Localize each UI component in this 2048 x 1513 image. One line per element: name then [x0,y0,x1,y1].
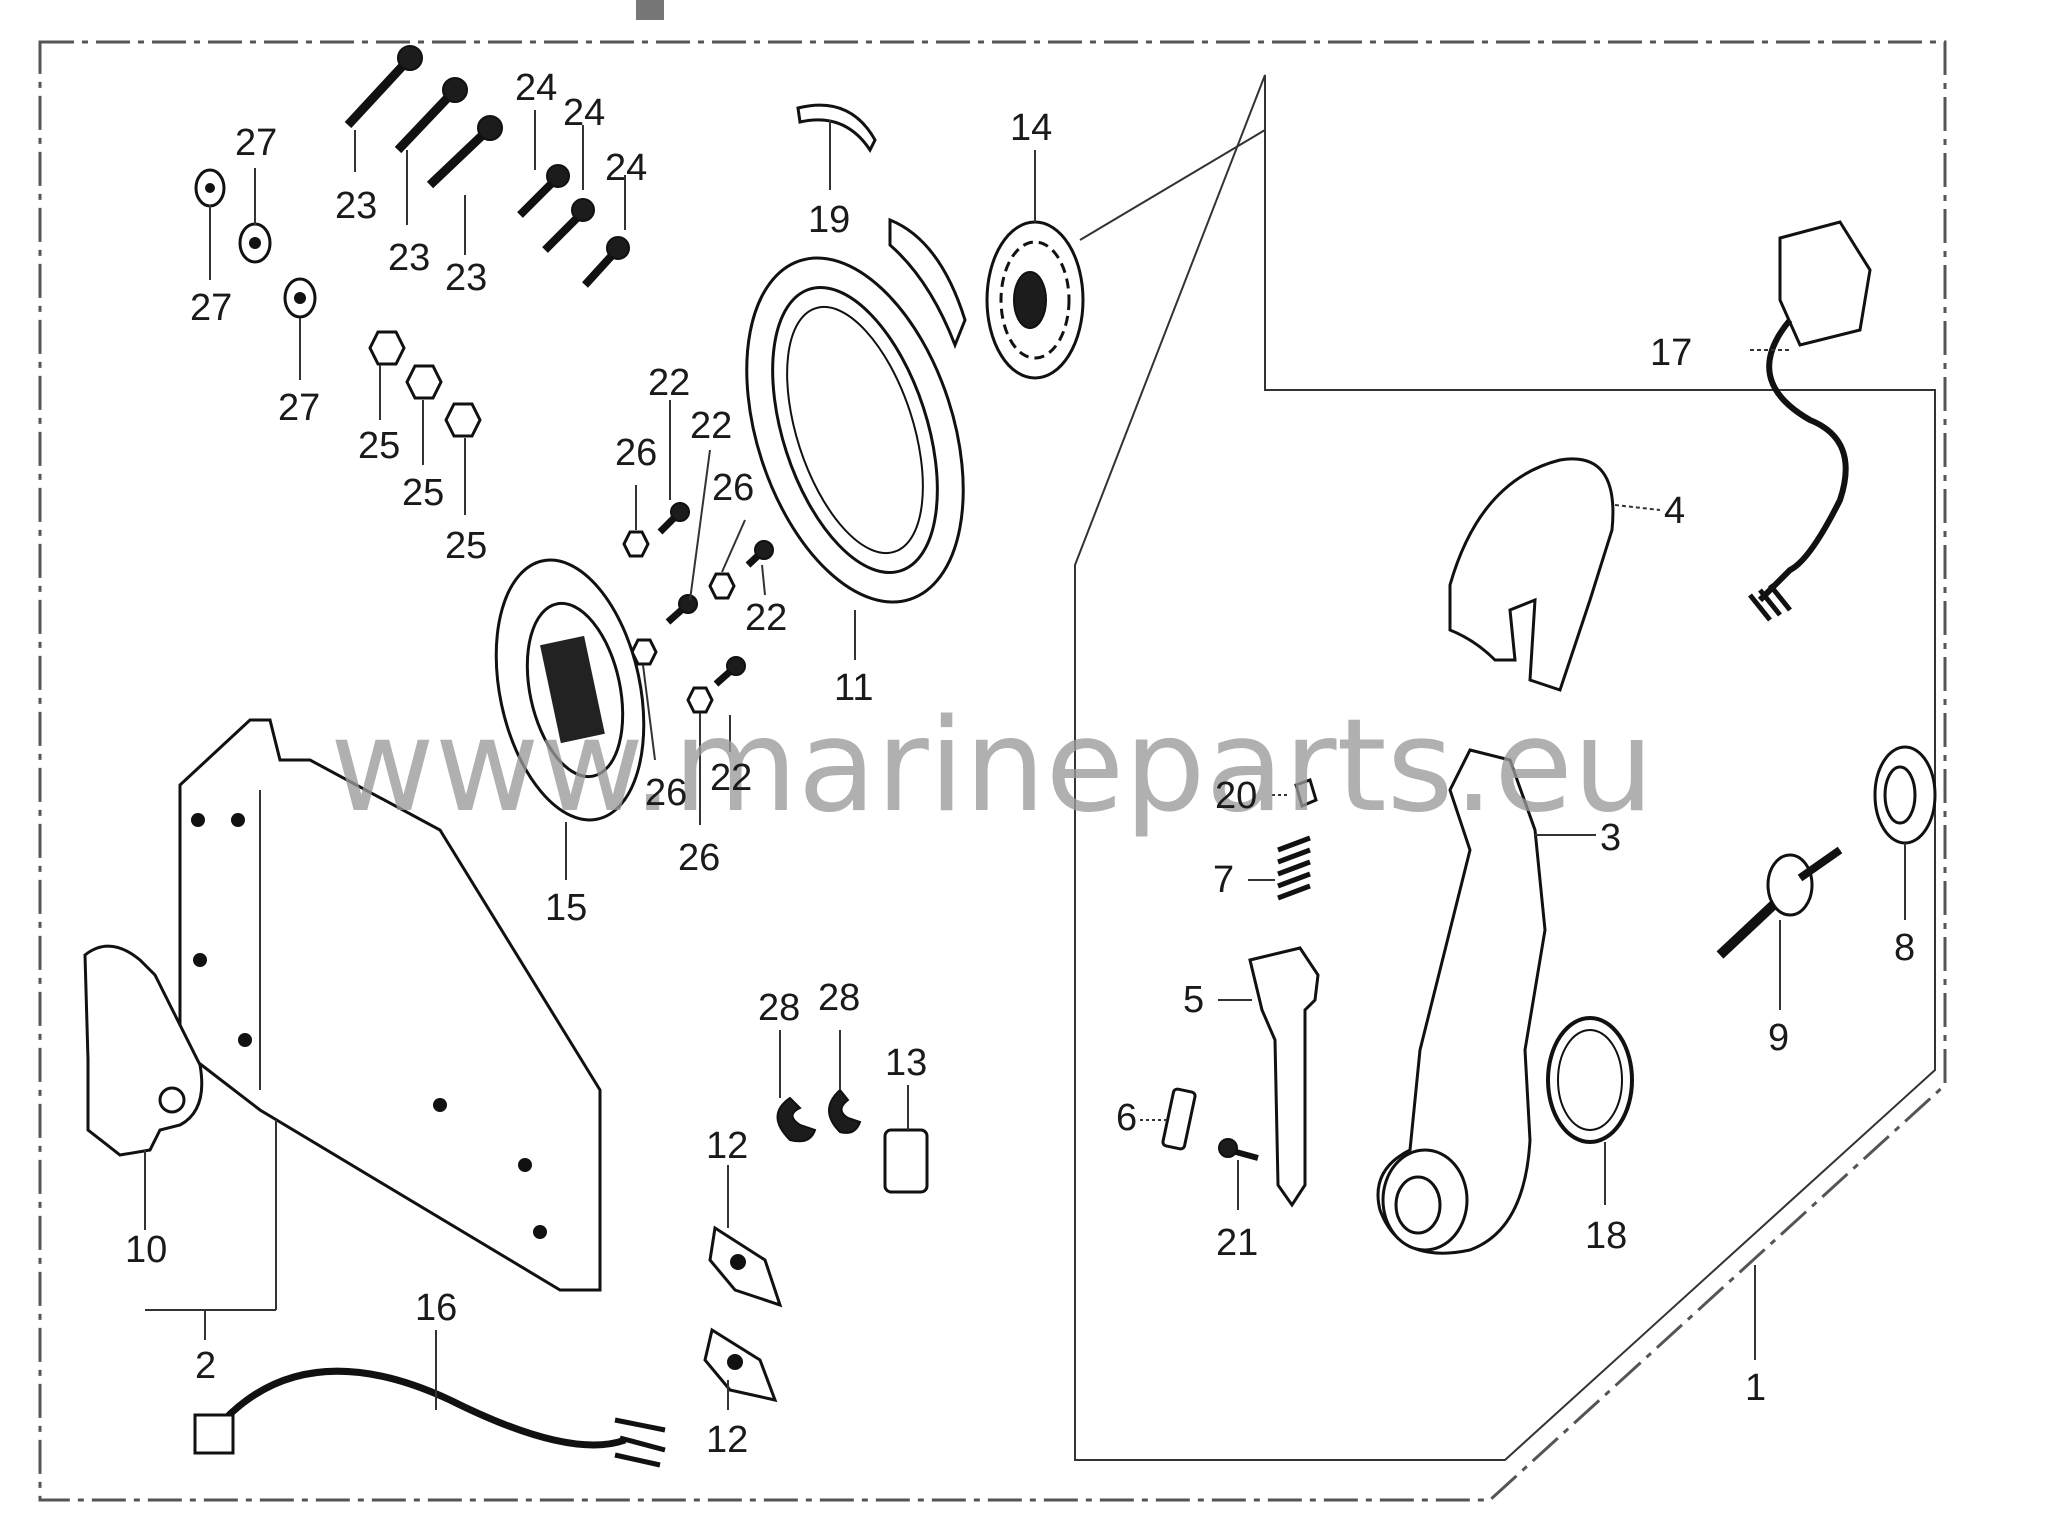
callout-21: 21 [1216,1222,1258,1264]
callout-11: 11 [834,667,873,709]
callout-22-d: 22 [710,757,752,799]
callout-5: 5 [1183,979,1204,1021]
part-10-grip-hole [158,1086,186,1114]
callout-23-a: 23 [335,185,377,227]
part-28-clip-b [828,1088,862,1134]
callout-19: 19 [808,199,850,241]
part-14-gear [985,220,1085,380]
part-28-clip-a [776,1096,817,1143]
nut-26-b [708,572,736,600]
nut-25-b [405,364,443,400]
part-9-shaft [1716,846,1843,959]
part-19-plate [888,217,967,350]
part-20-pin [1294,778,1318,809]
nut-25-c [444,402,482,438]
callout-22-c: 22 [745,597,787,639]
callout-24-a: 24 [515,67,557,109]
callout-28-b: 28 [818,977,860,1019]
callout-27-c: 27 [278,387,320,429]
callout-1: 1 [1745,1367,1766,1409]
callout-22-b: 22 [690,405,732,447]
washer-27-a [194,168,226,208]
part-18-oring-inner [1557,1029,1623,1131]
callout-8: 8 [1894,927,1915,969]
part-4-cover [1448,457,1615,692]
part-11-ring [745,256,965,604]
nut-26-d [686,686,714,714]
callout-28-a: 28 [758,987,800,1029]
part-3-hub-bore [1394,1175,1442,1235]
nut-25-a [368,330,406,366]
screw-23-c [426,115,503,189]
screw-24-a [517,164,570,218]
callout-6: 6 [1116,1097,1137,1139]
screw-23-a [344,45,423,129]
callout-27-b: 27 [235,122,277,164]
callout-27-a: 27 [190,287,232,329]
callout-2: 2 [195,1345,216,1387]
screw-24-b [542,198,595,253]
callout-24-c: 24 [605,147,647,189]
part-21-screw [1218,1138,1259,1161]
callout-26-a: 26 [615,432,657,474]
callout-15: 15 [545,887,587,929]
callout-23-b: 23 [388,237,430,279]
callout-3: 3 [1600,817,1621,859]
callout-10: 10 [125,1229,167,1271]
part-12-a [708,1225,783,1308]
leader-lines [144,110,1906,1410]
callout-7: 7 [1213,859,1234,901]
callout-4: 4 [1664,490,1685,532]
screw-23-b [394,77,468,154]
screw-22-d [713,656,746,687]
part-5-rod [1248,946,1320,1208]
callout-26-c: 26 [645,772,687,814]
part-16-harness [193,1367,666,1468]
callout-22-a: 22 [648,362,690,404]
callout-14: 14 [1010,107,1052,149]
callout-18: 18 [1585,1215,1627,1257]
callout-26-b: 26 [712,467,754,509]
callout-23-c: 23 [445,257,487,299]
part-3-lever [1376,748,1547,1255]
part-18-oring [1546,1016,1634,1144]
part-17-switch [1748,220,1872,622]
part-19-clip [796,103,877,153]
callout-labels: 1 2 3 4 5 6 7 8 9 10 11 12 12 13 14 15 1… [125,67,1915,1461]
part-12-b-hole [727,1354,743,1370]
screw-22-c [745,540,774,568]
callout-25-b: 25 [402,472,444,514]
callout-24-b: 24 [563,92,605,134]
part-12-a-hole [730,1254,746,1270]
top-marker [636,0,664,20]
callout-25-c: 25 [445,525,487,567]
screw-24-c [582,236,630,288]
callout-12-a: 12 [706,1125,748,1167]
callout-20: 20 [1215,775,1257,817]
nut-26-a [622,530,650,558]
washer-27-b [238,222,272,264]
outer-frame [38,40,1947,1502]
washer-27-c [283,277,317,319]
callout-12-b: 12 [706,1419,748,1461]
part-13-block [883,1128,929,1194]
watermark-text: www.marineparts.eu [330,692,1654,841]
part-6-clip [1161,1087,1197,1151]
part-7-spring [1277,835,1311,901]
callout-26-d: 26 [678,837,720,879]
callout-13: 13 [885,1042,927,1084]
callout-17: 17 [1650,332,1692,374]
part-8-bushing [1873,745,1937,845]
subassembly-frame [1074,74,1936,1461]
callout-16: 16 [415,1287,457,1329]
part-15-flange [494,558,646,822]
screw-22-b [665,594,698,625]
callout-9: 9 [1768,1017,1789,1059]
callout-25-a: 25 [358,425,400,467]
screw-22-a [657,502,690,535]
